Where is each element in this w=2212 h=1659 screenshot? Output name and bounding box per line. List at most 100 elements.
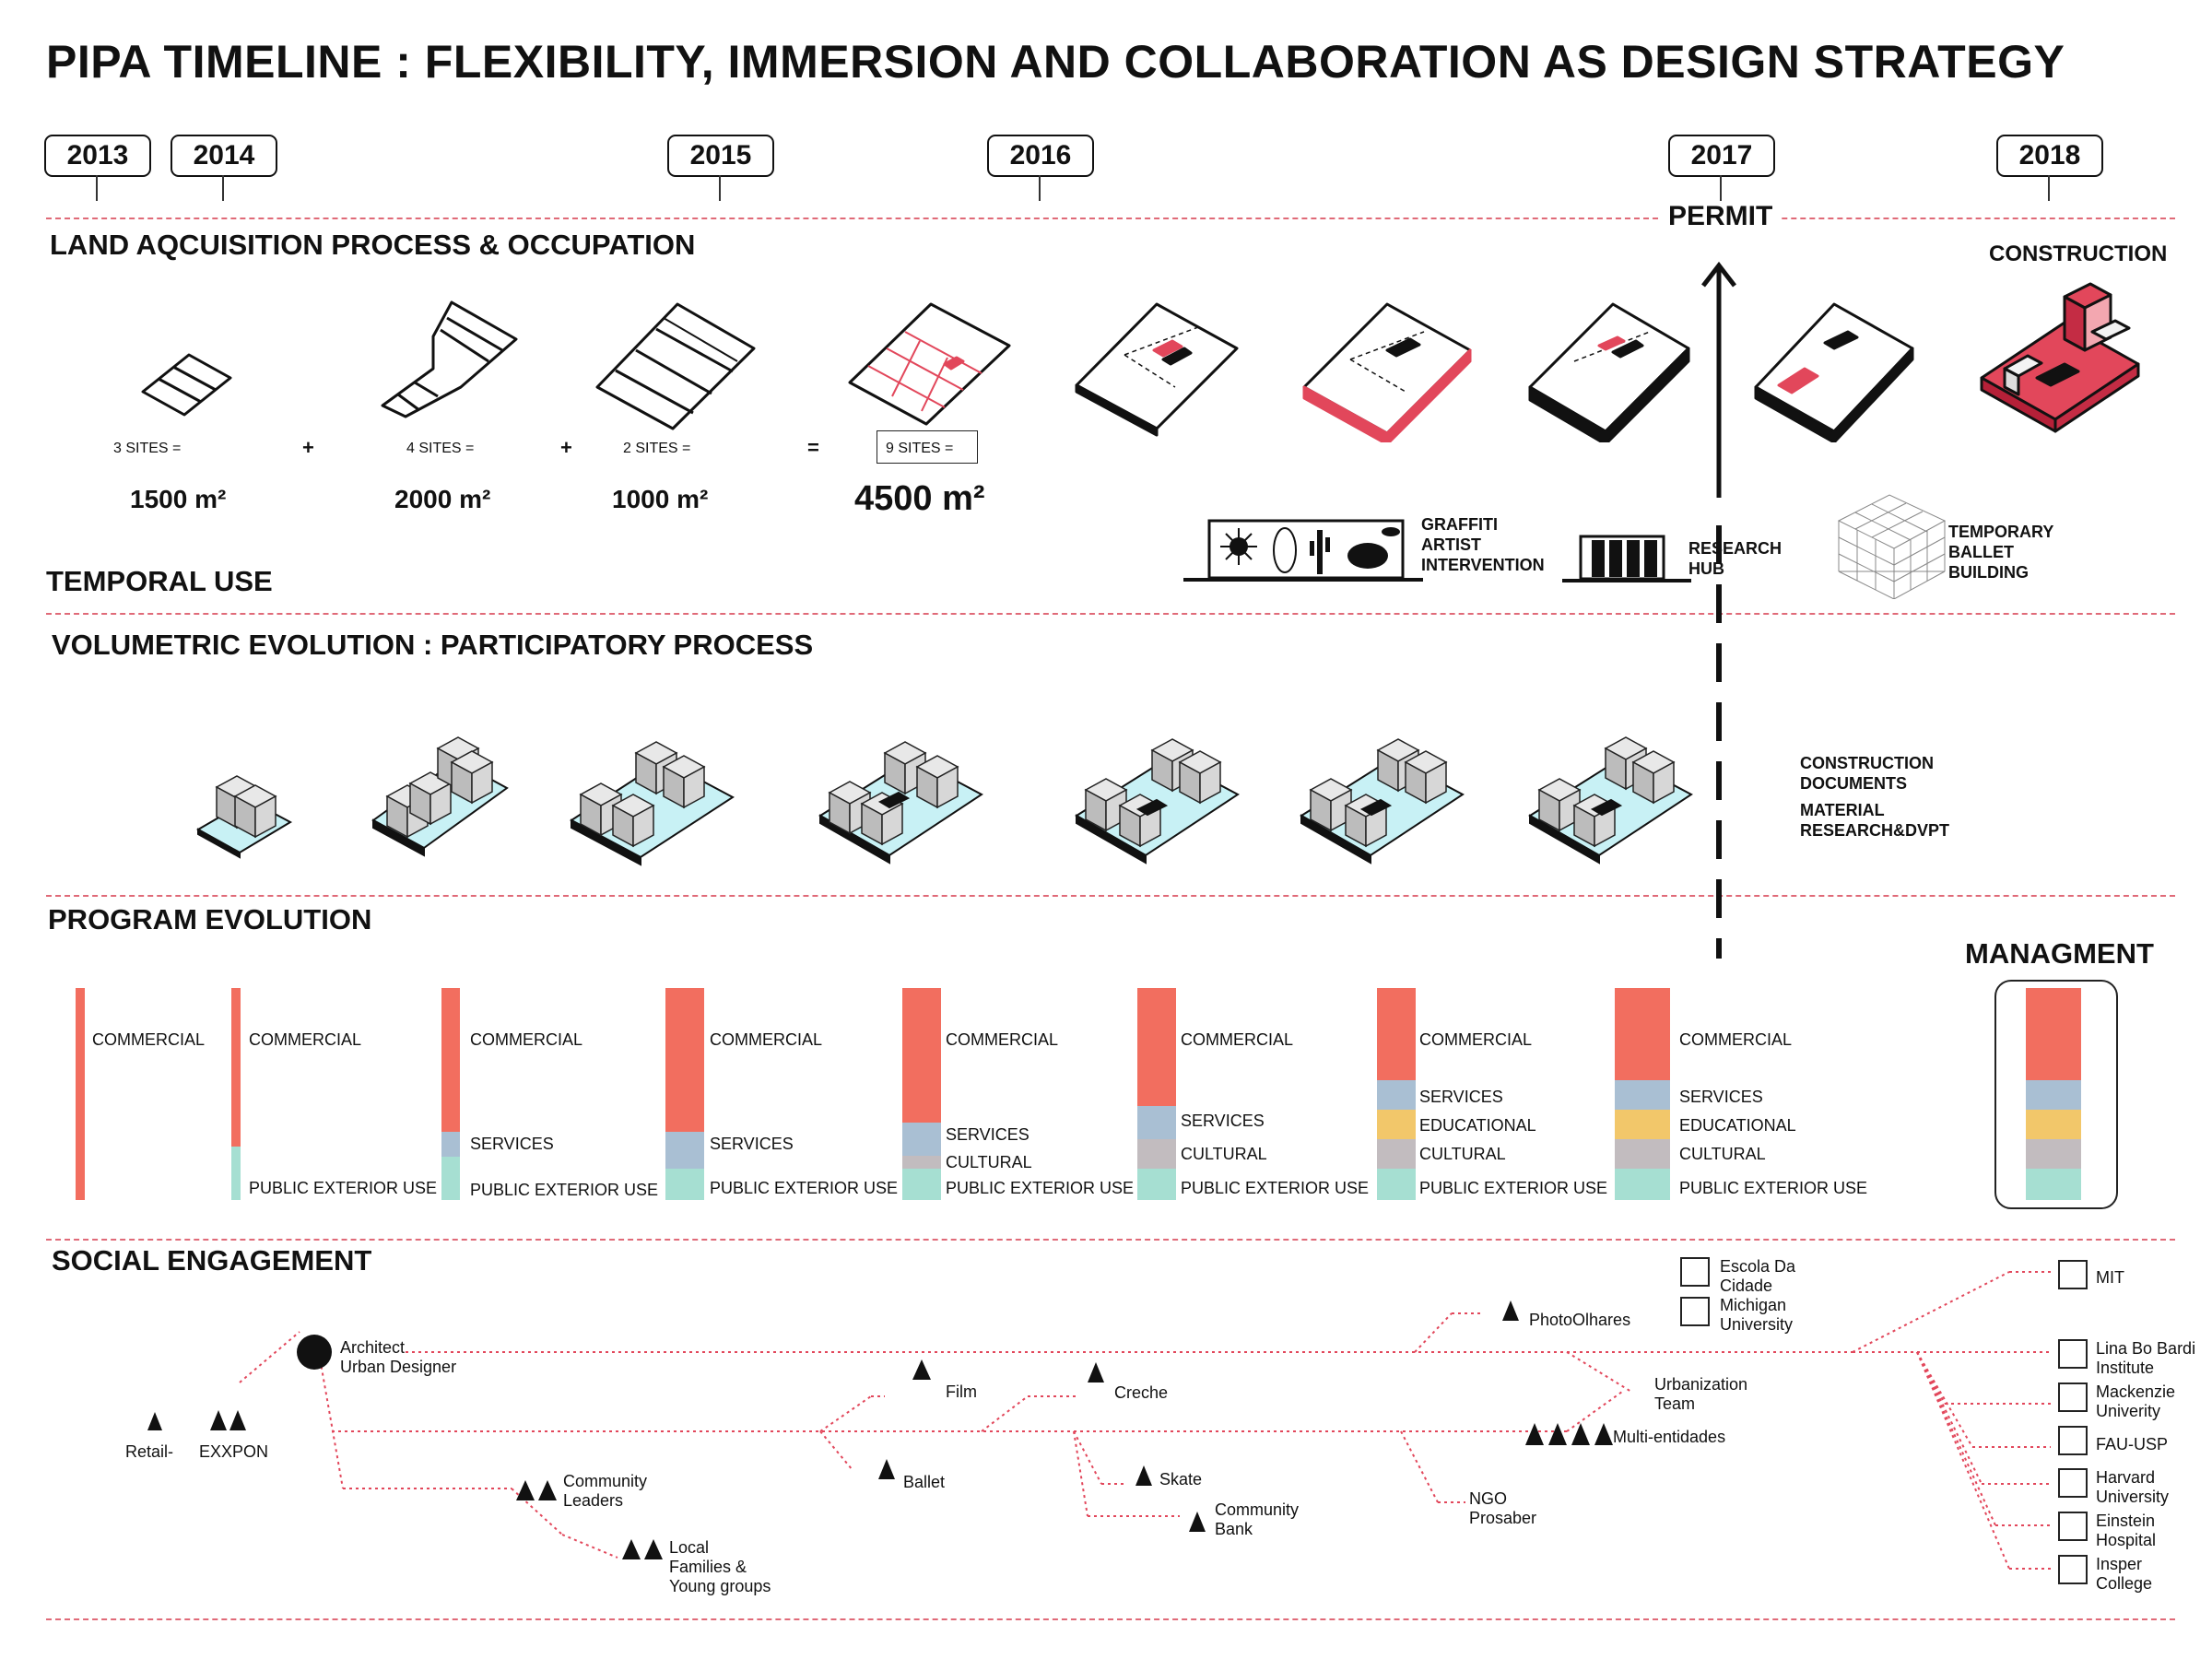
bar-public xyxy=(1137,1169,1176,1200)
bar-public xyxy=(231,1147,241,1200)
fau-checkbox xyxy=(2058,1426,2088,1455)
label-educational: EDUCATIONAL xyxy=(1419,1116,1536,1135)
volume-stage-1 xyxy=(195,775,293,859)
volume-stage-5 xyxy=(1075,738,1240,865)
plus-sign: + xyxy=(560,436,572,459)
year-2017: 2017 xyxy=(1668,135,1775,177)
plot-construction xyxy=(1980,282,2140,433)
bar-cultural xyxy=(1377,1139,1416,1169)
harvard-checkbox xyxy=(2058,1468,2088,1498)
bar-public xyxy=(665,1169,704,1200)
bar-commercial xyxy=(76,988,85,1200)
bar-commercial xyxy=(1615,988,1670,1080)
land-plots-drawing xyxy=(141,282,2140,442)
bar-commercial xyxy=(441,988,460,1132)
label-cultural: CULTURAL xyxy=(946,1153,1032,1171)
retail-label: Retail- xyxy=(125,1442,174,1461)
bar-commercial xyxy=(902,988,941,1123)
volume-stage-4 xyxy=(818,741,983,865)
construction-label: CONSTRUCTION xyxy=(1989,241,2168,266)
lina-checkbox xyxy=(2058,1339,2088,1369)
bar-educational xyxy=(1377,1110,1416,1139)
bar-cultural xyxy=(902,1156,941,1169)
area-value: 1000 m² xyxy=(612,485,709,513)
label-services: SERVICES xyxy=(710,1135,794,1153)
mit-label: MIT xyxy=(2096,1268,2124,1287)
divider xyxy=(46,1618,2175,1620)
label-cultural: CULTURAL xyxy=(1419,1145,1506,1163)
photoolhares-label: PhotoOlhares xyxy=(1529,1311,1631,1329)
year-2014: 2014 xyxy=(171,135,277,177)
label-educational: EDUCATIONAL xyxy=(1679,1116,1796,1135)
year-tick xyxy=(222,175,224,201)
label-public: PUBLIC EXTERIOR USE xyxy=(946,1179,1135,1197)
mit-checkbox xyxy=(2058,1260,2088,1289)
escola-checkbox xyxy=(1680,1257,1710,1287)
insper-checkbox xyxy=(2058,1555,2088,1584)
mackenzie-checkbox xyxy=(2058,1382,2088,1412)
area-value: 2000 m² xyxy=(394,485,491,513)
label-commercial: COMMERCIAL xyxy=(92,1030,206,1049)
label-cultural: CULTURAL xyxy=(1181,1145,1267,1163)
section-program: PROGRAM EVOLUTION xyxy=(48,903,372,935)
bar-services xyxy=(1615,1080,1670,1110)
volume-stage-3 xyxy=(570,741,735,866)
year-2013: 2013 xyxy=(44,135,151,177)
equals-sign: = xyxy=(807,436,819,459)
year-tick xyxy=(1720,175,1722,201)
mgmt-bar-commercial xyxy=(2026,988,2081,1080)
year-tick xyxy=(96,175,98,201)
section-land: LAND AQCUISITION PROCESS & OCCUPATION xyxy=(50,229,696,261)
bar-public xyxy=(1615,1169,1670,1200)
label-public: PUBLIC EXTERIOR USE xyxy=(710,1179,899,1197)
label-public: PUBLIC EXTERIOR USE xyxy=(249,1179,438,1197)
page-title: PIPA TIMELINE : FLEXIBILITY, IMMERSION A… xyxy=(46,36,2065,88)
architect-node xyxy=(297,1335,332,1370)
permit-label: PERMIT xyxy=(1659,201,1783,232)
sites-label: 2 SITES = xyxy=(623,441,691,456)
plot-4-sites xyxy=(381,300,518,418)
area-value: 1500 m² xyxy=(130,485,227,513)
fau-label: FAU-USP xyxy=(2096,1435,2169,1453)
mgmt-bar-cultural xyxy=(2026,1139,2081,1169)
plot-9-sites xyxy=(848,302,1011,426)
michigan-checkbox xyxy=(1680,1297,1710,1326)
label-public: PUBLIC EXTERIOR USE xyxy=(1679,1179,1868,1197)
volume-stage-6 xyxy=(1300,738,1465,865)
plot-stage-8 xyxy=(1754,302,1914,442)
sites-label: 9 SITES = xyxy=(886,441,954,456)
bar-public xyxy=(441,1157,460,1200)
scaffold-icon xyxy=(1837,494,1947,599)
bar-commercial xyxy=(1377,988,1416,1080)
year-2018: 2018 xyxy=(1996,135,2103,177)
volume-stage-2 xyxy=(371,736,509,857)
divider xyxy=(46,1239,2175,1241)
bar-services xyxy=(1377,1080,1416,1110)
volume-stage-7 xyxy=(1528,736,1693,865)
bar-public xyxy=(1377,1169,1416,1200)
label-services: SERVICES xyxy=(946,1125,1030,1144)
label-public: PUBLIC EXTERIOR USE xyxy=(1181,1179,1370,1197)
mgmt-bar-educational xyxy=(2026,1110,2081,1139)
section-volumetric: VOLUMETRIC EVOLUTION : PARTICIPATORY PRO… xyxy=(52,629,814,661)
einstein-checkbox xyxy=(2058,1512,2088,1541)
bar-commercial xyxy=(231,988,241,1147)
label-commercial: COMMERCIAL xyxy=(946,1030,1059,1049)
label-commercial: COMMERCIAL xyxy=(1419,1030,1533,1049)
divider xyxy=(46,613,2175,615)
plot-2-sites xyxy=(595,302,756,430)
sites-label: 4 SITES = xyxy=(406,441,475,456)
managment-label: MANAGMENT xyxy=(1965,937,2154,970)
bar-educational xyxy=(1615,1110,1670,1139)
bar-services xyxy=(1137,1106,1176,1139)
